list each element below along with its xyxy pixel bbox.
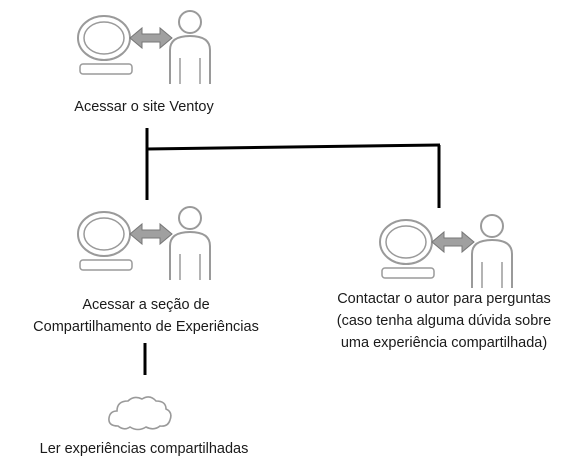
node-label-contact-author: Contactar o autor para perguntas (caso t…: [337, 288, 551, 354]
user-computer-icon: [77, 10, 211, 84]
label-line: Contactar o autor para perguntas: [337, 291, 551, 307]
label-line: Acessar a seção de: [82, 297, 210, 313]
label-line: Compartilhamento de Experiências: [33, 319, 259, 335]
cloud-icon: [108, 396, 172, 431]
label-line: uma experiência compartilhada): [340, 335, 548, 351]
connector-horizontal: [146, 143, 441, 151]
user-computer-icon: [77, 206, 211, 280]
node-label-access-site: Acessar o site Ventoy: [74, 96, 213, 118]
label-line: Ler experiências compartilhadas: [39, 441, 249, 457]
label-line: Acessar o site Ventoy: [74, 99, 214, 115]
node-label-read-experiences: Ler experiências compartilhadas: [40, 438, 249, 460]
label-line: (caso tenha alguma dúvida sobre: [336, 313, 552, 329]
node-label-access-section: Acessar a seção de Compartilhamento de E…: [33, 294, 259, 338]
user-computer-icon: [379, 214, 513, 288]
